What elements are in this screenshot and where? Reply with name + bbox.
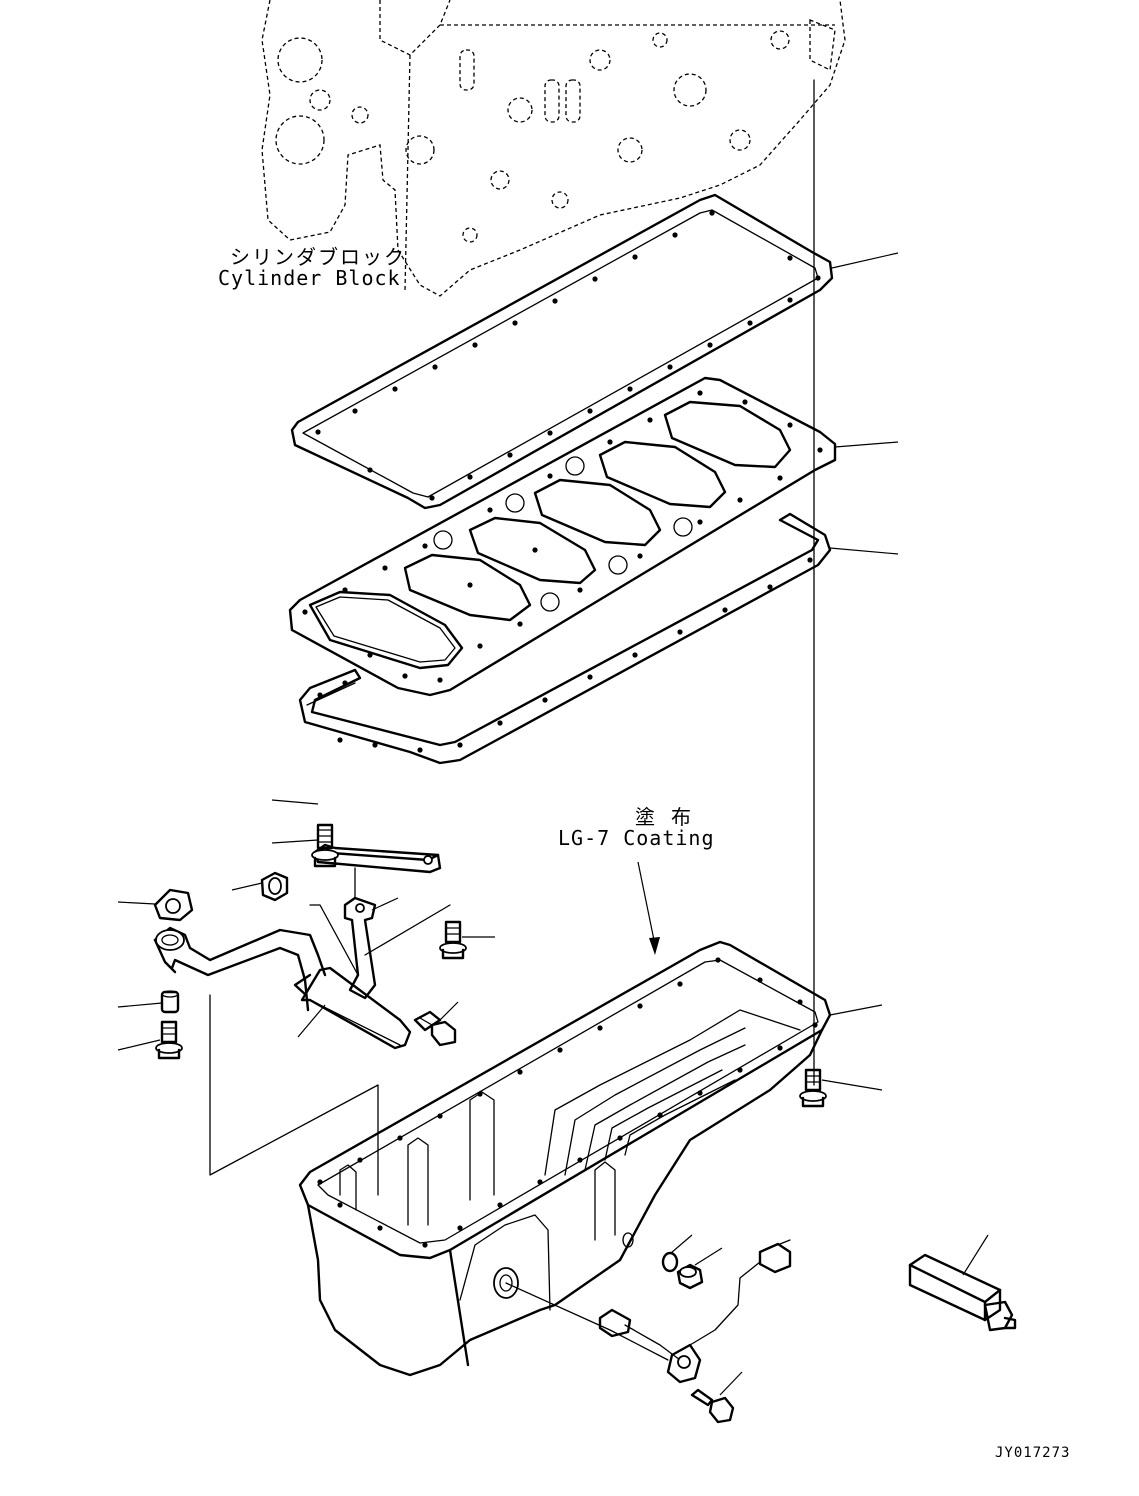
drawing-id: JY017273 — [995, 1445, 1071, 1461]
cylinder-block-label-en: Cylinder Block — [218, 266, 401, 290]
bolt — [690, 1388, 735, 1424]
stiffener-plate — [288, 376, 837, 697]
cylinder-block — [261, 0, 846, 297]
bolt — [799, 1068, 827, 1108]
suction-gasket — [260, 871, 289, 902]
bracket — [343, 867, 377, 1000]
alignment-line — [209, 994, 379, 1196]
gasket-lower — [298, 512, 832, 765]
level-sensor — [505, 1239, 792, 1384]
bolt — [311, 823, 339, 868]
coating-label-en: LG-7 Coating — [558, 826, 715, 850]
spacer — [160, 990, 180, 1014]
strainer-tube — [153, 926, 412, 1050]
bolt — [413, 1010, 457, 1047]
cylinder-block-label-jp: シリンダブロック — [230, 245, 406, 269]
suction-gasket — [153, 888, 194, 922]
alignment-line — [364, 904, 451, 956]
bolt — [155, 1020, 183, 1060]
coating-label-jp: 塗 布 — [635, 805, 694, 829]
bolt — [439, 920, 467, 960]
coating-arrow — [637, 861, 660, 955]
drain-plug — [676, 1263, 704, 1290]
gasket-upper — [290, 193, 834, 510]
o-ring — [661, 1251, 679, 1273]
sensor-connector — [908, 1253, 1017, 1332]
alignment-line — [309, 904, 359, 976]
leader-lines — [117, 252, 989, 1396]
